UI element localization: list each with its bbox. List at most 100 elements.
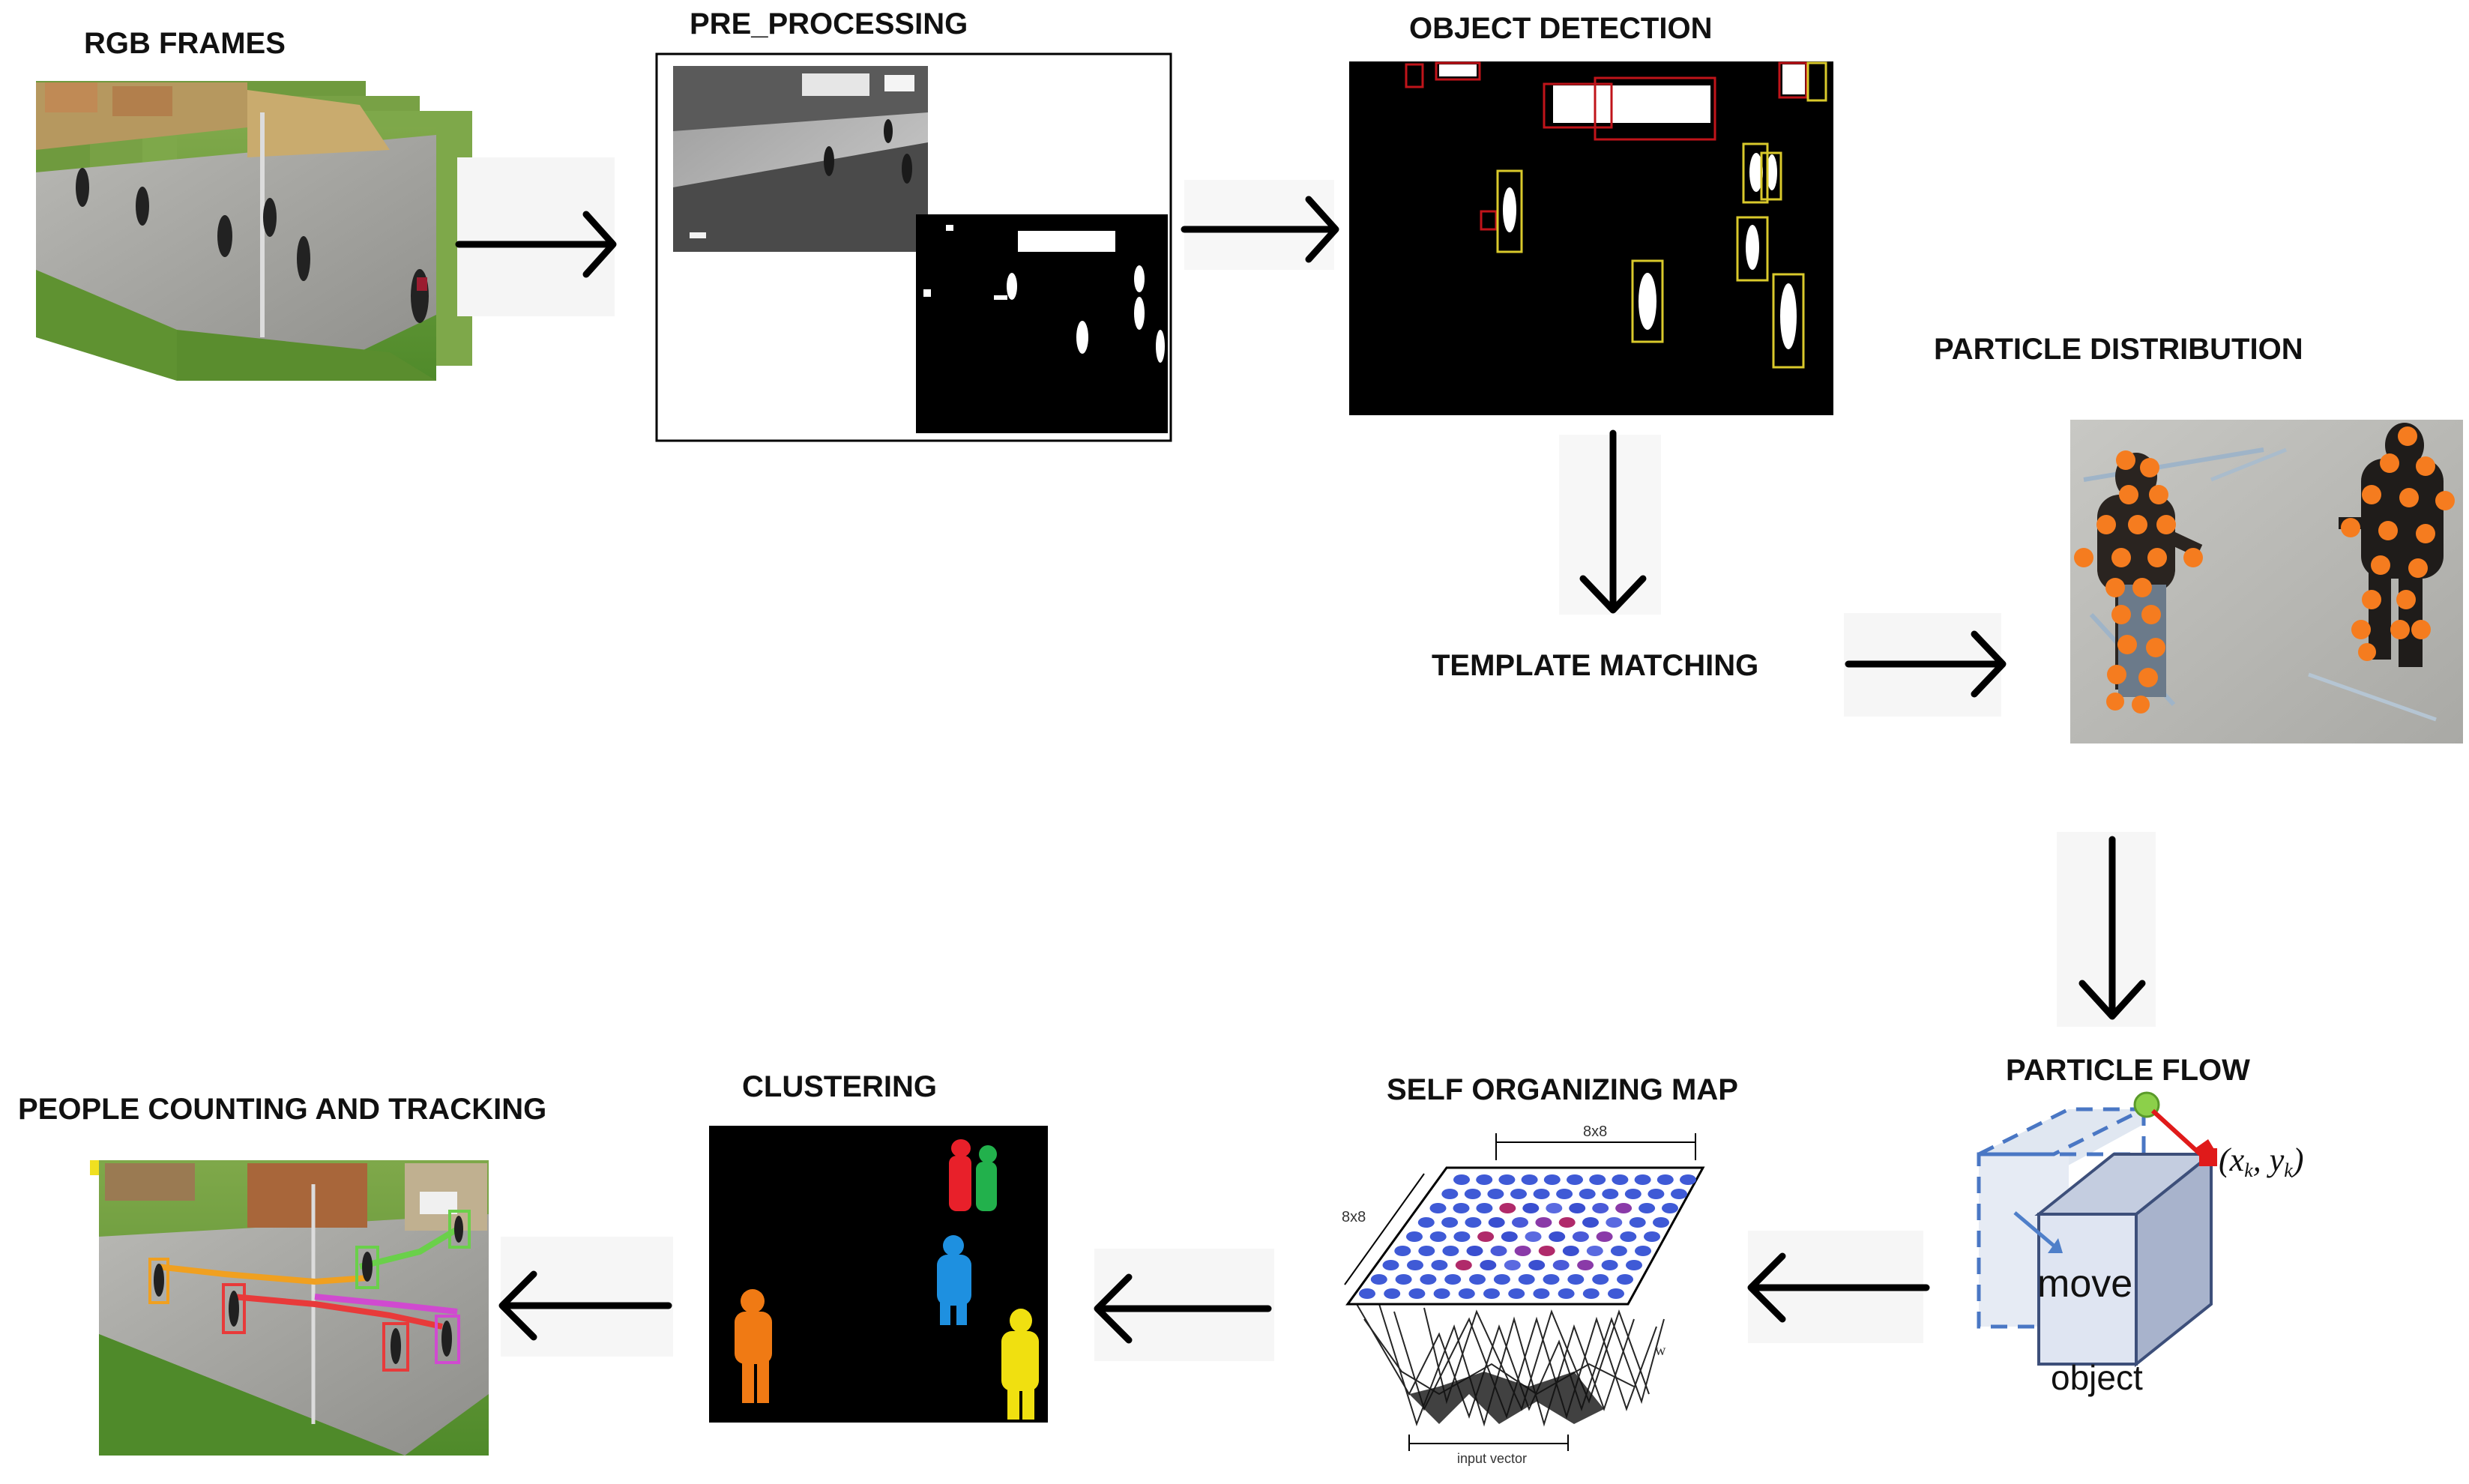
som-node: [1596, 1231, 1613, 1242]
som-node: [1483, 1288, 1500, 1299]
som-node: [1455, 1260, 1472, 1270]
som-node: [1444, 1274, 1462, 1285]
som-node: [1680, 1174, 1696, 1185]
som-node: [1493, 1274, 1510, 1285]
particle-flow-move-text: move: [2037, 1262, 2132, 1306]
som-node: [1662, 1203, 1678, 1213]
som-node: [1453, 1231, 1471, 1242]
som-node: [1569, 1203, 1586, 1213]
arrow-template-to-particle-distribution: [1845, 630, 2007, 698]
som-node: [1528, 1260, 1546, 1270]
som-node: [1572, 1231, 1589, 1242]
som-node: [1629, 1217, 1646, 1228]
som-node: [1549, 1231, 1566, 1242]
som-node: [1518, 1274, 1535, 1285]
som-node: [1522, 1203, 1540, 1213]
som-node: [1407, 1260, 1423, 1270]
som-node: [1469, 1274, 1486, 1285]
som-node: [1442, 1246, 1459, 1256]
som-node: [1465, 1217, 1482, 1228]
som-node: [1420, 1274, 1437, 1285]
label-particle-distribution: PARTICLE DISTRIBUTION: [1934, 333, 2303, 366]
cluster-orange-blob: [735, 1289, 772, 1403]
som-node: [1552, 1260, 1570, 1270]
rgb-frames-image: [36, 81, 472, 381]
som-node: [1384, 1288, 1401, 1299]
particle-dots: [2074, 426, 2455, 714]
som-node: [1538, 1246, 1555, 1256]
cluster-green-blob: [976, 1145, 997, 1211]
particle-flow-image: [1977, 1091, 2217, 1368]
som-node: [1464, 1189, 1481, 1199]
som-node: [1533, 1288, 1550, 1299]
som-node: [1634, 1174, 1651, 1185]
som-node: [1370, 1274, 1387, 1285]
som-node: [1562, 1246, 1579, 1256]
arrow-preprocessing-to-detection: [1181, 196, 1339, 263]
arrow-clustering-to-tracking: [498, 1270, 672, 1341]
som-node: [1624, 1189, 1642, 1199]
som-node: [1408, 1288, 1426, 1299]
label-self-organizing-map: SELF ORGANIZING MAP: [1387, 1073, 1738, 1106]
clustering-image: [709, 1126, 1048, 1423]
particle-flow-coordinate: (xk, yk): [2219, 1141, 2303, 1181]
label-clustering: CLUSTERING: [742, 1070, 937, 1103]
som-node: [1429, 1231, 1447, 1242]
som-node: [1639, 1203, 1656, 1213]
som-node: [1586, 1246, 1603, 1256]
som-node: [1508, 1288, 1525, 1299]
som-node: [1543, 1174, 1561, 1185]
cluster-blue-blob: [937, 1235, 971, 1325]
som-node: [1382, 1260, 1399, 1270]
cluster-yellow-blob: [1001, 1309, 1039, 1420]
pre-processing-image: [655, 52, 1172, 442]
label-template-matching: TEMPLATE MATCHING: [1432, 649, 1759, 682]
som-node: [1612, 1174, 1629, 1185]
label-rgb-frames: RGB FRAMES: [84, 27, 286, 60]
som-node: [1525, 1231, 1542, 1242]
som-node: [1535, 1217, 1552, 1228]
cluster-red-blob: [949, 1139, 971, 1211]
som-node: [1582, 1288, 1600, 1299]
som-top-dimension: 8x8: [1583, 1123, 1607, 1140]
som-node: [1480, 1260, 1497, 1270]
som-node: [1514, 1246, 1531, 1256]
som-node: [1477, 1231, 1495, 1242]
som-node: [1406, 1231, 1423, 1242]
som-side-dimension: 8x8: [1342, 1209, 1366, 1225]
som-node: [1626, 1260, 1642, 1270]
arrow-flow-to-som: [1747, 1252, 1930, 1323]
som-node: [1556, 1189, 1573, 1199]
som-node: [1476, 1174, 1493, 1185]
som-node: [1429, 1203, 1447, 1213]
som-node: [1567, 1174, 1583, 1185]
arrow-rgb-to-preprocessing: [455, 211, 617, 278]
som-node: [1487, 1189, 1504, 1199]
som-node: [1433, 1288, 1450, 1299]
som-node: [1608, 1288, 1624, 1299]
som-node: [1488, 1217, 1505, 1228]
som-node: [1466, 1246, 1483, 1256]
label-people-counting-and-tracking: PEOPLE COUNTING AND TRACKING: [18, 1093, 547, 1126]
som-node: [1671, 1189, 1687, 1199]
som-node: [1620, 1231, 1637, 1242]
som-node: [1504, 1260, 1521, 1270]
arrow-som-to-clustering: [1094, 1273, 1272, 1344]
som-node: [1653, 1217, 1669, 1228]
som-node: [1656, 1174, 1674, 1185]
som-image: [1344, 1133, 1705, 1451]
som-weight-label: w: [1655, 1342, 1666, 1359]
particle-distribution-image: [2070, 420, 2463, 743]
som-node: [1582, 1217, 1599, 1228]
som-node: [1567, 1274, 1585, 1285]
som-node: [1546, 1203, 1563, 1213]
arrow-detection-to-template: [1579, 429, 1647, 614]
label-object-detection: OBJECT DETECTION: [1409, 12, 1713, 45]
som-node: [1418, 1246, 1435, 1256]
som-node: [1431, 1260, 1448, 1270]
som-node: [1533, 1189, 1550, 1199]
som-node: [1453, 1203, 1470, 1213]
som-node: [1498, 1174, 1516, 1185]
